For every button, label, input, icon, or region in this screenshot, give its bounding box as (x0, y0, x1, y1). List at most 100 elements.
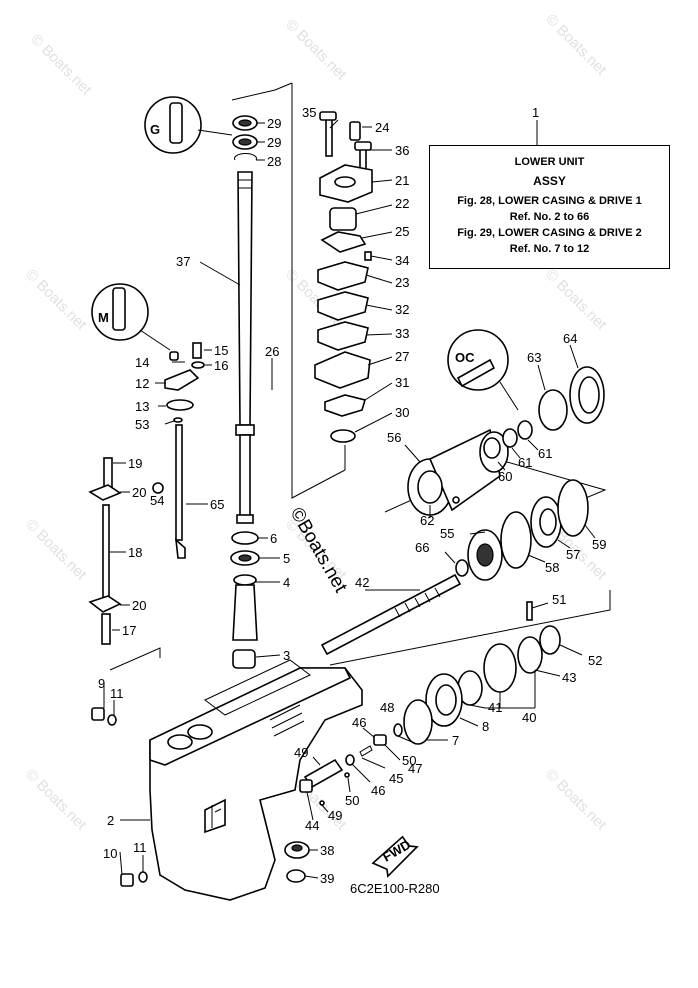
callout-55: 55 (440, 526, 454, 541)
top-seals (232, 115, 258, 161)
callout-59: 59 (592, 537, 606, 552)
callout-52: 52 (588, 653, 602, 668)
callout-50: 50 (402, 753, 416, 768)
reverse-gear-group (393, 601, 561, 745)
watermark: © Boats.net (542, 766, 610, 834)
callout-25: 25 (395, 224, 409, 239)
callout-39: 39 (320, 871, 334, 886)
shift-rod (88, 342, 205, 645)
watermark: © Boats.net (282, 16, 350, 84)
callout-28: 28 (267, 154, 281, 169)
callout-42: 42 (355, 575, 369, 590)
forward-gear-group (455, 479, 589, 581)
callout-4: 4 (283, 575, 290, 590)
callout-12: 12 (135, 376, 149, 391)
callout-49: 49 (294, 745, 308, 760)
callout-47: 47 (408, 761, 422, 776)
pinion-gear (284, 841, 310, 883)
callout-35: 35 (302, 105, 316, 120)
callout-7: 7 (452, 733, 459, 748)
callout-34: 34 (395, 253, 409, 268)
callout-23: 23 (395, 275, 409, 290)
callout-60: 60 (498, 469, 512, 484)
info-title: LOWER UNIT (514, 156, 585, 168)
callout-63: 63 (527, 350, 541, 365)
info-fig29: Fig. 29, LOWER CASING & DRIVE 2 (457, 227, 642, 239)
callout-24: 24 (375, 120, 389, 135)
callout-41: 41 (488, 700, 502, 715)
callout-50: 50 (345, 793, 359, 808)
callout-22: 22 (395, 196, 409, 211)
callout-18: 18 (128, 545, 142, 560)
callout-20: 20 (132, 598, 146, 613)
watermark: © Boats.net (542, 266, 610, 334)
watermark: © Boats.net (22, 766, 90, 834)
leader-lines (103, 119, 596, 879)
callout-46: 46 (352, 715, 366, 730)
callout-19: 19 (128, 456, 142, 471)
callout-54: 54 (150, 493, 164, 508)
callout-62: 62 (420, 513, 434, 528)
callout-37: 37 (176, 254, 190, 269)
callout-1: 1 (532, 105, 539, 120)
callout-27: 27 (395, 349, 409, 364)
callout-57: 57 (566, 547, 580, 562)
center-watermark: ©Boats.net (286, 504, 352, 597)
callout-26: 26 (265, 344, 279, 359)
callout-32: 32 (395, 302, 409, 317)
water-pump (314, 111, 373, 443)
watermark: © Boats.net (27, 31, 95, 99)
info-assy: ASSY (533, 174, 566, 188)
callout-3: 3 (283, 648, 290, 663)
callout-61: 61 (518, 455, 532, 470)
oil-symbol-icon: OC (455, 350, 475, 365)
callout-36: 36 (395, 143, 409, 158)
callout-30: 30 (395, 405, 409, 420)
callout-8: 8 (482, 719, 489, 734)
callout-14: 14 (135, 355, 149, 370)
callout-43: 43 (562, 670, 576, 685)
shift-plunger (299, 734, 387, 806)
callout-31: 31 (395, 375, 409, 390)
callout-33: 33 (395, 326, 409, 341)
callout-38: 38 (320, 843, 334, 858)
callout-29: 29 (267, 116, 281, 131)
callout-5: 5 (283, 551, 290, 566)
callout-58: 58 (545, 560, 559, 575)
callout-65: 65 (210, 497, 224, 512)
lower-unit-info-box: LOWER UNIT ASSY Fig. 28, LOWER CASING & … (429, 145, 670, 269)
callout-11: 11 (133, 840, 147, 855)
callout-16: 16 (214, 358, 228, 373)
callout-15: 15 (214, 343, 228, 358)
grease-symbol-icon: G (150, 122, 160, 137)
callout-10: 10 (103, 846, 117, 861)
callout-48: 48 (380, 700, 394, 715)
callout-45: 45 (389, 771, 403, 786)
callout-53: 53 (135, 417, 149, 432)
callout-66: 66 (415, 540, 429, 555)
callout-6: 6 (270, 531, 277, 546)
callout-17: 17 (122, 623, 136, 638)
watermark: © Boats.net (542, 11, 610, 79)
callout-labels: 1 29 29 28 35 24 36 21 22 25 34 23 32 33… (98, 105, 606, 886)
callout-2: 2 (107, 813, 114, 828)
drain-screws (91, 707, 148, 887)
diagram-code: 6C2E100-R280 (350, 881, 440, 896)
callout-21: 21 (395, 173, 409, 188)
callout-44: 44 (305, 818, 319, 833)
lower-casing (149, 659, 363, 901)
watermark: © Boats.net (22, 516, 90, 584)
info-fig28-ref: Ref. No. 2 to 66 (509, 211, 590, 223)
callout-51: 51 (552, 592, 566, 607)
sealant-symbol-icon: M (98, 310, 109, 325)
bearing-stack (230, 531, 260, 669)
drive-shaft (235, 171, 255, 524)
propeller-shaft (320, 573, 462, 656)
callout-20: 20 (132, 485, 146, 500)
callout-29: 29 (267, 135, 281, 150)
watermark: © Boats.net (22, 266, 90, 334)
callout-64: 64 (563, 331, 577, 346)
callout-40: 40 (522, 710, 536, 725)
info-fig29-ref: Ref. No. 7 to 12 (509, 243, 590, 255)
callout-49: 49 (328, 808, 342, 823)
